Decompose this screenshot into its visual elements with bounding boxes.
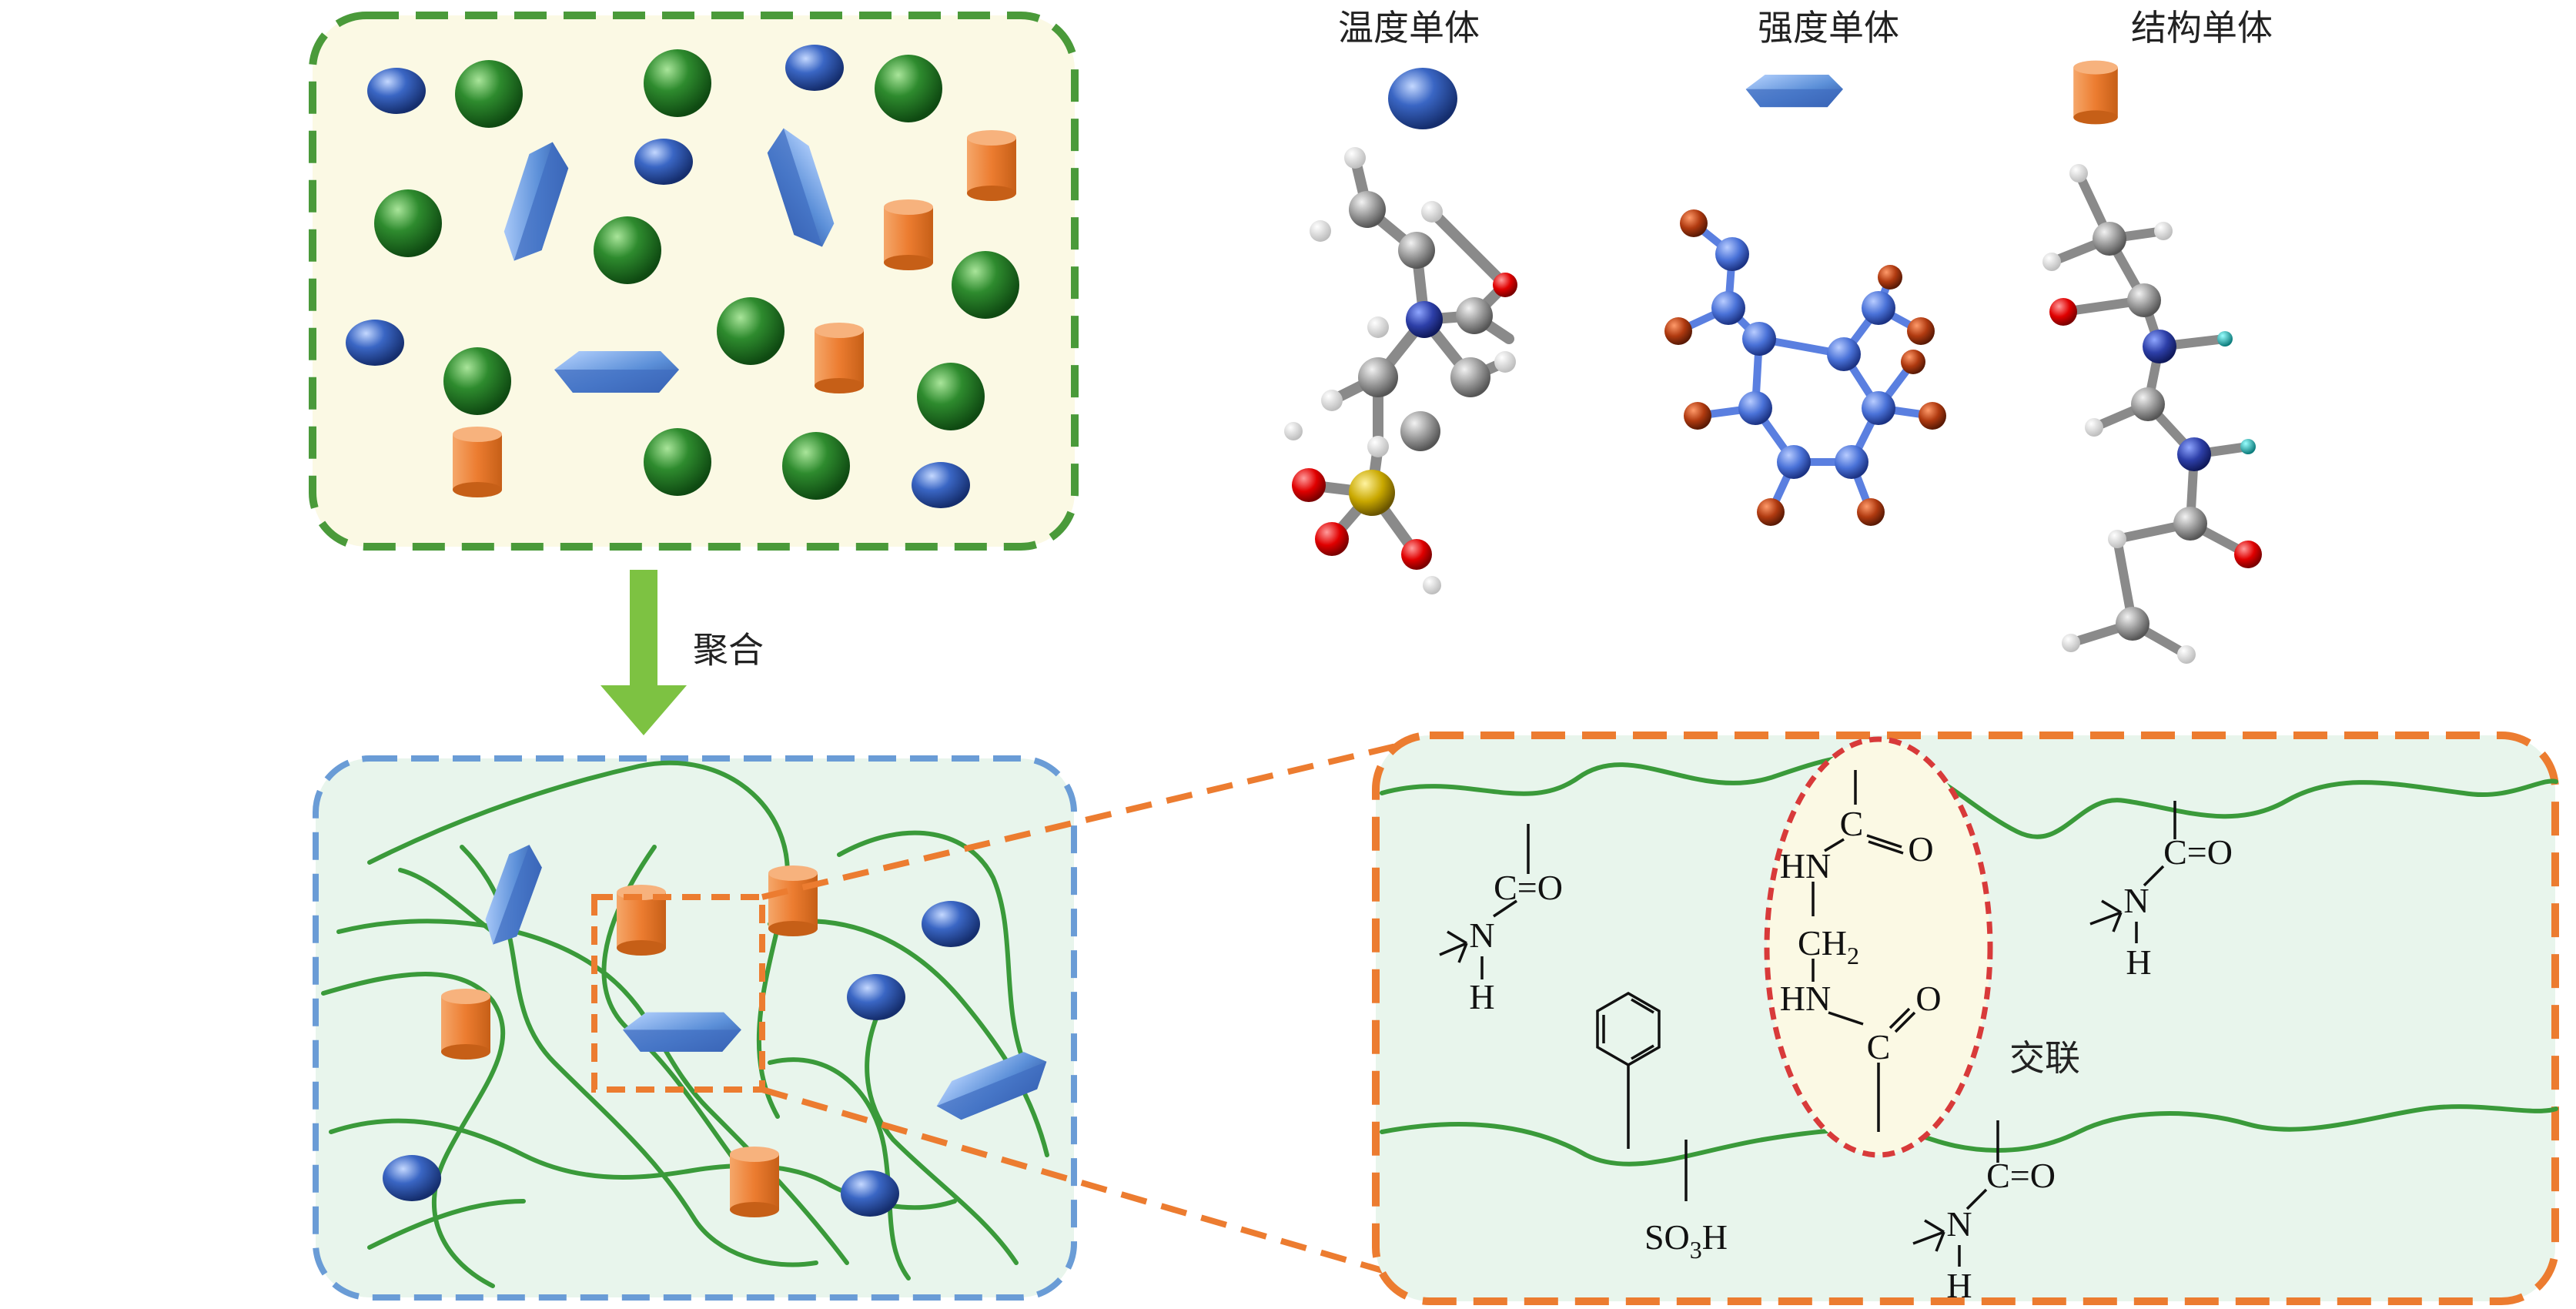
crosslinker-hn-top: HN [1780, 846, 1831, 886]
strength-monomer-molecule [1664, 209, 1946, 526]
orange-cylinder-monomer [884, 199, 933, 270]
crosslink-highlight-ellipse [1764, 736, 1993, 1158]
crosslinker-o-top: O [1908, 829, 1933, 869]
ch2-subscript: 2 [1847, 942, 1859, 969]
blue-sphere-monomer [785, 45, 844, 91]
legend-temperature-monomer-label: 温度单体 [1338, 7, 1480, 49]
crosslinker-o-bottom: O [1915, 979, 1941, 1018]
zoom-polymer-chains [1380, 753, 2558, 1167]
blue-sphere-in-network [383, 1155, 441, 1201]
zoom-connector-lines [761, 740, 1410, 1281]
green-sphere-monomer [374, 189, 442, 257]
temperature-monomer-molecule [1284, 147, 1517, 594]
orange-cylinder-monomer [815, 323, 864, 393]
crosslinker-c-top: C [1840, 804, 1864, 843]
so3h-h-part: H [1702, 1217, 1728, 1257]
green-sphere-monomer [952, 251, 1019, 319]
crosslink-zoom-panel: C=O N H C=O N H C O H [1372, 732, 2559, 1305]
ch2-main: CH [1798, 923, 1847, 962]
legend-structure-monomer-label: 结构单体 [2131, 7, 2273, 49]
amide-n-label: N [1469, 916, 1494, 955]
amide-group-right [2089, 801, 2176, 932]
benzene-ring [1596, 991, 1661, 1149]
orange-cylinder-monomer [453, 427, 502, 497]
polymer-network-panel [313, 755, 1077, 1301]
orange-cylinder-crosslink [441, 989, 490, 1060]
legend-blue-sphere-icon [1388, 68, 1457, 129]
green-sphere-monomer [917, 363, 985, 430]
structure-monomer-molecule [2042, 164, 2262, 664]
green-sphere-monomer [782, 432, 850, 500]
monomer-mixture-panel [309, 12, 1079, 551]
green-sphere-monomer [644, 49, 711, 117]
blue-sphere-monomer [367, 68, 426, 114]
so3-subscript: 3 [1690, 1236, 1702, 1264]
legend-strength-monomer-label: 强度单体 [1758, 7, 1899, 49]
legend-blue-hexagon-icon [1745, 75, 1843, 108]
green-sphere-monomer [644, 428, 711, 496]
blue-sphere-monomer [912, 462, 970, 508]
blue-sphere-in-network [841, 1170, 899, 1217]
legend: 温度单体 强度单体 结构单体 [1338, 7, 2273, 129]
zoom-selection-box [591, 894, 765, 1093]
crosslinker-ch2: CH2 [1798, 923, 1859, 969]
sulfonic-acid-label: SO3H [1644, 1217, 1728, 1264]
crosslinker-hn-bottom: HN [1780, 979, 1831, 1018]
blue-sphere-in-network [922, 901, 980, 947]
amide-h-label: H [1946, 1266, 1972, 1305]
green-sphere-monomer [875, 55, 942, 122]
amide-n-label: N [1946, 1204, 1972, 1244]
crosslink-label: 交联 [2009, 1037, 2080, 1079]
green-sphere-monomer [455, 60, 523, 128]
orange-cylinder-crosslink [768, 865, 818, 936]
amide-h-label: H [2126, 942, 2151, 982]
amide-n-label: N [2123, 881, 2149, 920]
blue-hexagon-monomer [554, 351, 679, 393]
blue-sphere-monomer [634, 139, 693, 185]
amide-group-bottom [1912, 1120, 1999, 1252]
green-sphere-monomer [594, 216, 661, 284]
crosslinker-c-bottom: C [1867, 1027, 1891, 1066]
blue-hexagon-in-network [623, 1012, 741, 1052]
so-part: SO [1644, 1217, 1690, 1257]
orange-cylinder-crosslink [730, 1147, 779, 1217]
green-sphere-monomer [443, 347, 511, 415]
polymer-chains [321, 760, 1049, 1288]
amide-carbonyl-label: C=O [1986, 1156, 2056, 1195]
polymerization-arrow [601, 570, 687, 735]
green-sphere-monomer [717, 297, 785, 365]
amide-h-label: H [1469, 977, 1494, 1016]
orange-cylinder-monomer [967, 130, 1016, 201]
blue-sphere-in-network [847, 974, 905, 1020]
legend-orange-cylinder-icon [2073, 60, 2118, 125]
amide-group-left [1439, 824, 1530, 963]
amide-carbonyl-label: C=O [1494, 868, 1563, 907]
amide-carbonyl-label: C=O [2163, 832, 2233, 872]
crosslinker-structure [1812, 770, 1916, 1132]
polymerization-label: 聚合 [693, 629, 764, 671]
blue-sphere-monomer [346, 320, 404, 366]
